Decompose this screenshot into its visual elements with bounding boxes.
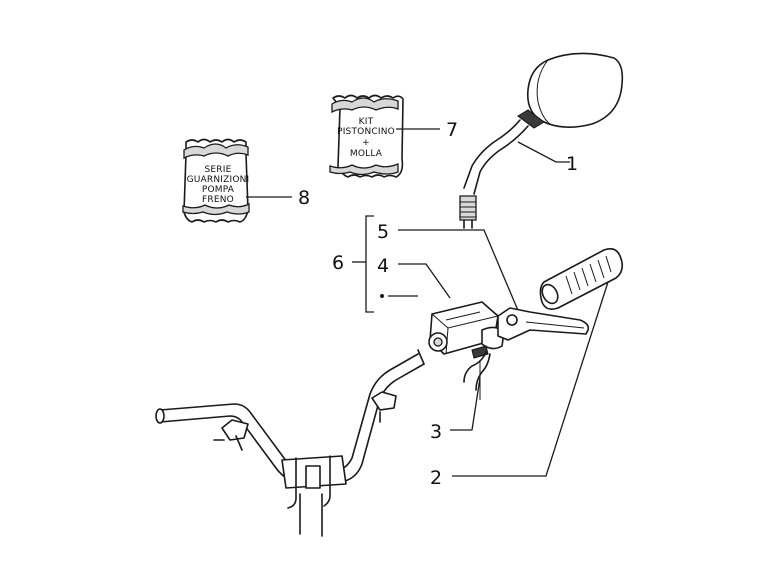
leader-line-2 — [452, 281, 609, 477]
leader-line-4 — [398, 263, 451, 299]
brake-lever — [497, 307, 590, 341]
piston-kit-label-line3: + — [362, 138, 370, 148]
group-bracket-6 — [365, 215, 374, 313]
callout-4: 4 — [377, 255, 389, 277]
brake-master-cylinder — [428, 301, 505, 359]
handlebar-tube — [155, 349, 425, 537]
piston-kit-label-line2: PISTONCINO — [337, 127, 395, 137]
handlebar-grip — [539, 248, 624, 310]
seal-kit-label-line1: SERIE — [205, 165, 232, 175]
piston-kit-label-line1: KIT — [359, 117, 374, 127]
seal-kit-bag: SERIE GUARNIZIONI POMPA FRENO — [182, 138, 250, 223]
callout-3: 3 — [430, 421, 442, 443]
callout-5: 5 — [377, 221, 389, 243]
piston-kit-label-line4: MOLLA — [350, 149, 383, 159]
brake-switch-wires — [463, 351, 491, 400]
callout-8: 8 — [298, 187, 310, 209]
callout-7: 7 — [446, 119, 458, 141]
seal-kit-label-line4: FRENO — [202, 195, 234, 205]
seal-kit-label-line3: POMPA — [202, 185, 235, 195]
leader-line-5 — [398, 229, 523, 321]
callout-1: 1 — [566, 153, 578, 175]
piston-kit-bag: KIT PISTONCINO + MOLLA — [329, 94, 404, 178]
rear-view-mirror — [459, 52, 624, 229]
leader-line-1 — [517, 141, 570, 163]
leader-line-3 — [450, 377, 481, 431]
callout-6: 6 — [332, 252, 344, 274]
callout-2: 2 — [430, 467, 442, 489]
seal-kit-label-line2: GUARNIZIONI — [187, 175, 250, 185]
bullet-dot-icon — [380, 294, 384, 298]
